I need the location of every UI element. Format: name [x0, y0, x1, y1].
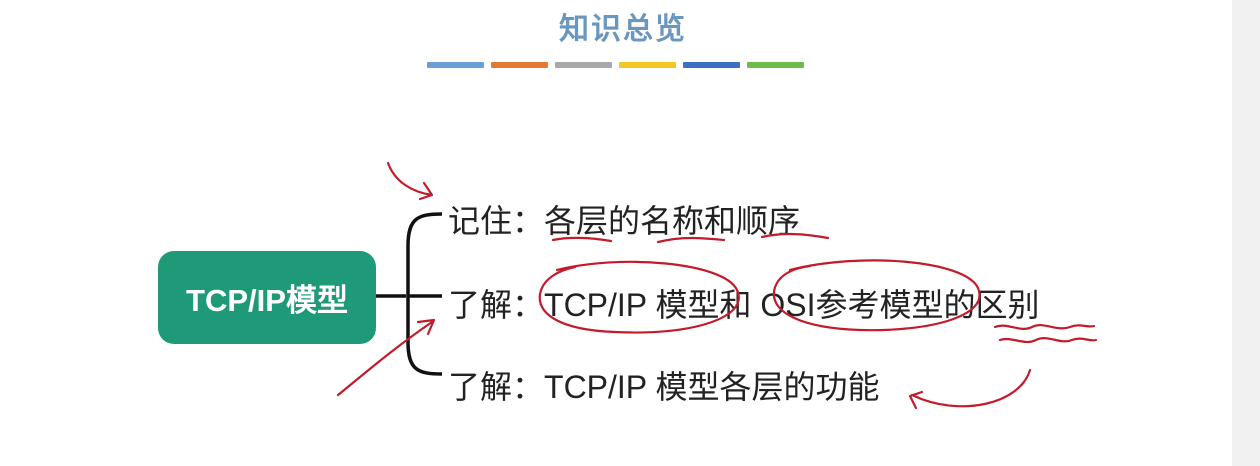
annotation-wave: [998, 337, 1098, 344]
item-content: 各层的名称和顺序: [544, 203, 801, 239]
annotation-arrow-right: [908, 368, 1032, 410]
item-prefix: 了解：: [448, 287, 545, 323]
color-bar: [619, 62, 676, 68]
mindmap-item: 了解：TCP/IP 模型和 OSI参考模型的区别: [448, 280, 1039, 326]
right-edge-strip: [1232, 0, 1260, 466]
color-bar: [555, 62, 612, 68]
slide-title: 知识总览: [559, 12, 687, 47]
mindmap-item: 了解：TCP/IP 模型各层的功能: [448, 362, 879, 408]
mindmap-brace-connector: [376, 212, 443, 376]
item-content: TCP/IP 模型和 OSI参考模型的区别: [544, 287, 1040, 323]
item-content: TCP/IP 模型各层的功能: [544, 369, 880, 405]
color-bar: [427, 62, 484, 68]
annotation-arrow-top: [386, 161, 434, 201]
color-bar: [683, 62, 740, 68]
mindmap-root-node: TCP/IP模型: [158, 251, 376, 344]
item-prefix: 了解：: [448, 369, 545, 405]
color-bar: [747, 62, 804, 68]
faint-header-residue: [18, 6, 198, 20]
color-bar-strip: [427, 62, 804, 68]
color-bar: [491, 62, 548, 68]
mindmap-item: 记住：各层的名称和顺序: [448, 196, 800, 242]
item-prefix: 记住：: [448, 203, 545, 239]
